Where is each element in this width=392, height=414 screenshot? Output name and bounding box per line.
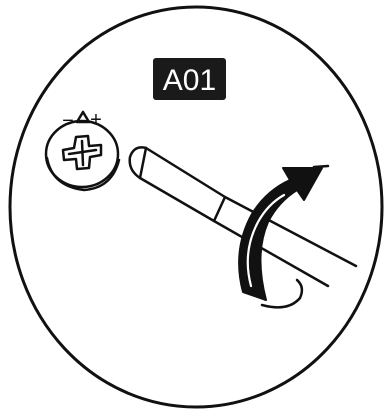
screwdriver-shaft-lower: [212, 219, 330, 288]
step-label-box: [153, 58, 226, 100]
step-label-text: A01: [163, 64, 216, 97]
phillips-screw-icon: − +: [44, 109, 121, 192]
screwdriver-blade-edge: [138, 146, 148, 180]
circle-frame: [8, 5, 384, 409]
screw-cross-inner: [67, 139, 98, 167]
screw-cross-slot: [61, 134, 103, 171]
step-label-badge: A01: [153, 58, 226, 100]
screwdriver-shaft-upper: [223, 195, 358, 268]
flathead-screwdriver-icon: [128, 146, 358, 288]
rotation-arrow-body: [238, 167, 323, 301]
warning-triangle-icon: [75, 110, 91, 124]
rotation-arrow-tick: [312, 164, 330, 169]
clockwise-rotation-arrow-icon: [238, 164, 330, 309]
plus-sign: +: [90, 109, 102, 131]
screwdriver-blade: [128, 146, 227, 223]
screw-head-side: [45, 156, 121, 192]
rotation-arrow-back: [260, 278, 304, 309]
rotation-arrow-highlight: [246, 193, 286, 288]
minus-sign: −: [62, 110, 74, 132]
